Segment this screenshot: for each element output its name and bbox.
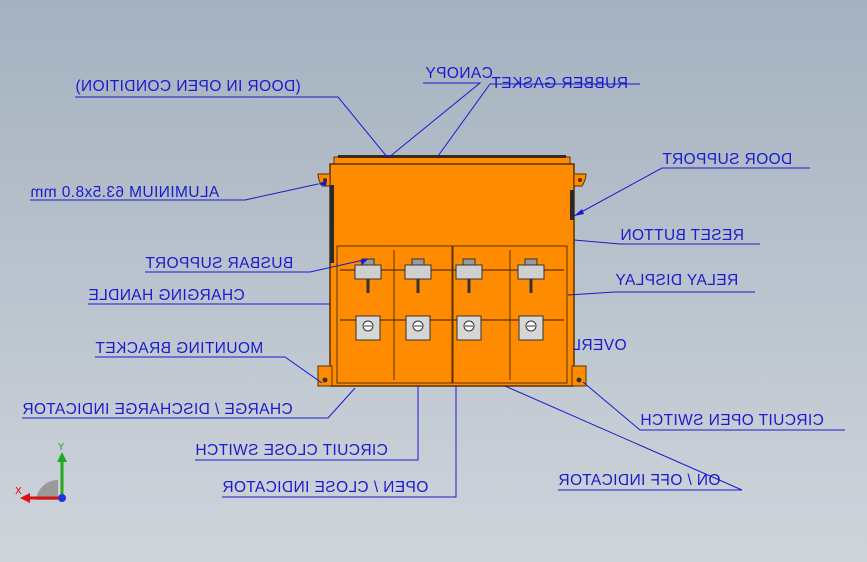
label-rubber-gasket: RUBBER GASKET — [491, 75, 628, 92]
label-mounting-bracket: MOUNTING BRACKET — [95, 340, 264, 357]
axis-y-label: Y — [58, 442, 65, 453]
switch-3 — [456, 315, 482, 341]
axis-x-label: X — [15, 486, 22, 497]
busbar-support-2 — [404, 258, 432, 293]
label-reset-button: RESET BUTTON — [620, 227, 744, 244]
aluminium-bar-left — [330, 185, 334, 263]
mounting-bracket-right — [571, 365, 587, 387]
label-open-close-indicator: OPEN / CLOSE INDICATOR — [222, 479, 429, 496]
label-canopy: CANOPY — [425, 65, 493, 82]
busbar-support-4 — [517, 258, 545, 293]
label-on-off-indicator: ON / OFF INDICATOR — [558, 472, 721, 489]
label-charge-discharge-indicator: CHARGE / DISCHARGE INDICATOR — [22, 401, 293, 418]
mounting-bracket-left — [317, 365, 333, 387]
aluminium-bar-right — [570, 190, 574, 220]
label-charging-handle: CHARGING HANDLE — [88, 287, 245, 304]
label-busbar-support: BUSBAR SUPPORT — [145, 255, 294, 272]
leader-lines — [22, 82, 845, 498]
switch-4 — [518, 315, 544, 341]
canopy — [333, 156, 571, 165]
switch-2 — [405, 315, 431, 341]
axis-triad — [20, 452, 67, 503]
label-overload: OVERL — [572, 337, 627, 354]
label-circuit-close-switch: CIRCUIT CLOSE SWITCH — [195, 442, 388, 459]
label-circuit-open-switch: CIRCUIT OPEN SWITCH — [640, 412, 824, 429]
label-door-support: DOOR SUPPORT — [662, 151, 793, 168]
switch-1 — [355, 315, 381, 341]
busbar-support-3 — [455, 258, 483, 293]
label-relay-display: RELAY DISPLAY — [615, 272, 739, 289]
label-aluminium: ALUMINIUM 63.5x8.0 mm — [30, 184, 220, 201]
rubber-gasket — [338, 155, 566, 158]
label-door-in-open-condition: (DOOR IN OPEN CONDITION) — [75, 78, 301, 95]
